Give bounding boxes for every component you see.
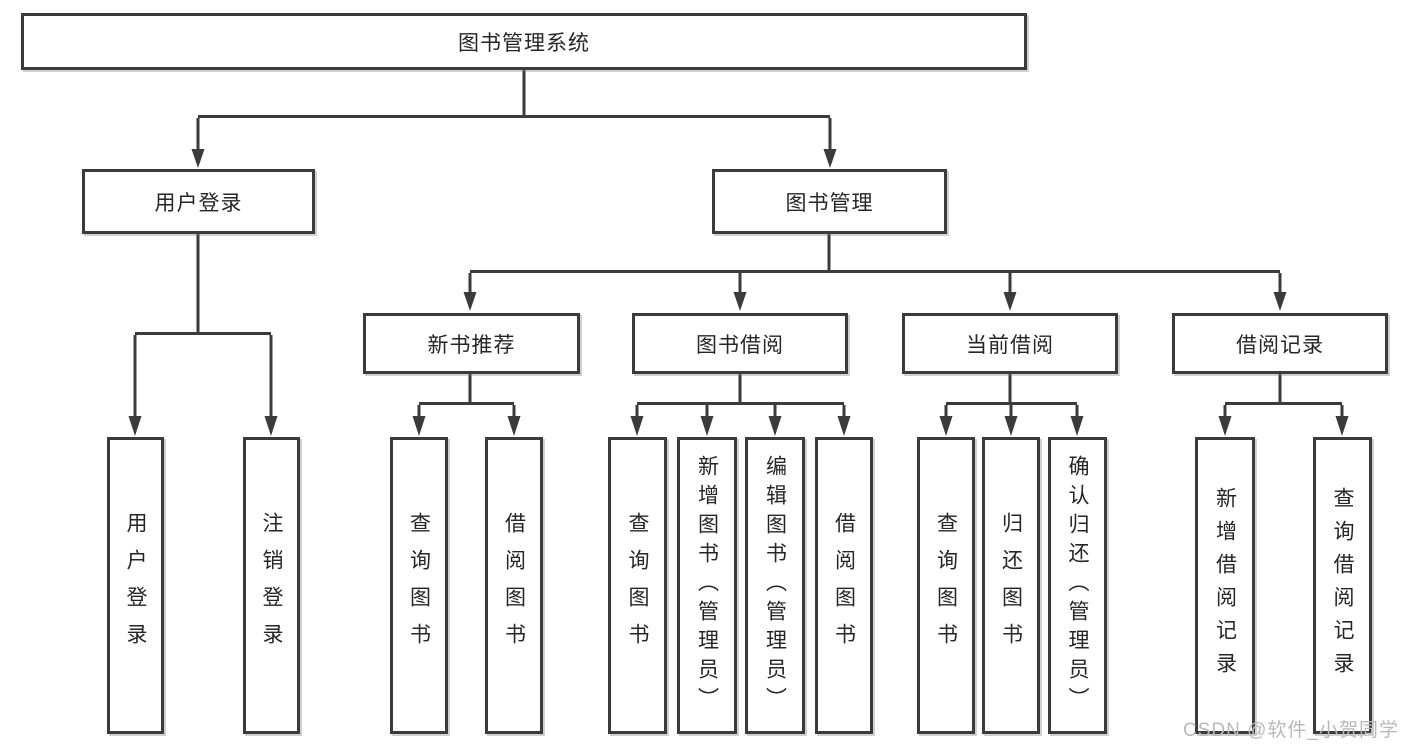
node-book-management: 图书管理 — [712, 169, 947, 234]
leaf-borrowing-search-books: 查询图书 — [608, 437, 667, 734]
leaf-current-return-books: 归还图书 — [982, 437, 1040, 734]
arrow-to-borrow-rec — [1273, 292, 1287, 311]
leaf-borrowing-edit-books-admin: 编辑图书（管理员） — [745, 437, 805, 734]
node-root-label: 图书管理系统 — [458, 31, 590, 55]
leaf-borrowing-add-books-admin: 新增图书（管理员） — [677, 437, 737, 734]
leaf-current-return-books-label: 归还图书 — [999, 511, 1023, 660]
connector-borrowrec-to-leaves — [1223, 374, 1344, 417]
arrow-to-br-search — [1335, 416, 1349, 436]
leaf-borrowing-add-books-admin-label: 新增图书（管理员） — [695, 455, 719, 716]
connector-userlogin-to-leaves — [133, 234, 273, 417]
node-new-book-recommend: 新书推荐 — [363, 313, 580, 374]
leaf-logout-login-label: 注销登录 — [260, 511, 283, 660]
leaf-user-login-label: 用户登录 — [124, 511, 147, 660]
leaf-borrowing-search-books-label: 查询图书 — [626, 511, 649, 660]
leaf-current-confirm-return-admin: 确认归还（管理员） — [1048, 437, 1107, 734]
node-root-library-system: 图书管理系统 — [21, 13, 1027, 70]
leaf-records-search-record-label: 查询借阅记录 — [1331, 486, 1354, 685]
arrowheads — [128, 149, 1349, 436]
leaf-current-search-books: 查询图书 — [917, 437, 975, 734]
connector-root-to-level2 — [196, 70, 832, 150]
arrow-to-new-rec — [463, 292, 477, 311]
arrow-to-cb-confirm — [1070, 416, 1084, 436]
leaf-current-search-books-label: 查询图书 — [934, 511, 958, 660]
leaf-logout-login: 注销登录 — [243, 437, 300, 734]
node-book-borrowing-label: 图书借阅 — [696, 333, 784, 357]
arrow-to-user-login — [191, 149, 205, 168]
leaf-recommend-search-books: 查询图书 — [390, 437, 448, 734]
node-book-borrowing: 图书借阅 — [632, 313, 848, 374]
node-user-login: 用户登录 — [82, 169, 315, 234]
arrow-to-rec-borrow — [507, 416, 521, 436]
connector-newrec-to-leaves — [417, 374, 516, 417]
leaf-user-login: 用户登录 — [107, 437, 164, 734]
node-borrowing-records-label: 借阅记录 — [1236, 333, 1324, 357]
arrow-to-br-add — [1218, 416, 1232, 436]
arrow-to-leaf-logout — [264, 416, 278, 436]
arrow-to-cb-search — [939, 416, 953, 436]
leaf-borrowing-edit-books-admin-label: 编辑图书（管理员） — [763, 455, 787, 716]
leaf-records-add-record: 新增借阅记录 — [1195, 437, 1255, 734]
arrow-to-cb-return — [1004, 416, 1018, 436]
leaf-records-add-record-label: 新增借阅记录 — [1213, 486, 1237, 685]
arrow-to-bb-borrow — [837, 416, 851, 436]
leaf-borrowing-borrow-books-label: 借阅图书 — [832, 511, 856, 660]
arrow-to-bb-edit — [768, 416, 782, 436]
node-book-management-label: 图书管理 — [785, 191, 874, 215]
connector-bookmgmt-to-level3 — [468, 234, 1282, 293]
node-user-login-label: 用户登录 — [154, 191, 243, 215]
arrow-to-cur-borrow — [1003, 292, 1017, 311]
arrow-to-bb-add — [700, 416, 714, 436]
arrow-to-book-borrow — [733, 292, 747, 311]
connector-bookborrow-to-leaves — [635, 374, 846, 417]
leaf-recommend-search-books-label: 查询图书 — [407, 511, 431, 660]
connector-segments — [133, 70, 1344, 417]
node-borrowing-records: 借阅记录 — [1172, 313, 1388, 374]
leaf-current-confirm-return-admin-label: 确认归还（管理员） — [1066, 455, 1089, 716]
leaf-records-search-record: 查询借阅记录 — [1313, 437, 1372, 734]
arrow-to-book-mgmt — [823, 149, 837, 168]
node-current-borrowing-label: 当前借阅 — [966, 333, 1054, 357]
leaf-borrowing-borrow-books: 借阅图书 — [815, 437, 873, 734]
connector-curborrow-to-leaves — [944, 374, 1079, 417]
csdn-watermark: CSDN @软件_小贺同学 — [1183, 720, 1399, 741]
arrow-to-leaf-user-login — [128, 416, 142, 436]
node-current-borrowing: 当前借阅 — [902, 313, 1118, 374]
arrow-to-bb-search — [630, 416, 644, 436]
leaf-recommend-borrow-books-label: 借阅图书 — [502, 511, 526, 660]
leaf-recommend-borrow-books: 借阅图书 — [485, 437, 543, 734]
arrow-to-rec-search — [412, 416, 426, 436]
node-new-book-recommend-label: 新书推荐 — [427, 333, 516, 357]
